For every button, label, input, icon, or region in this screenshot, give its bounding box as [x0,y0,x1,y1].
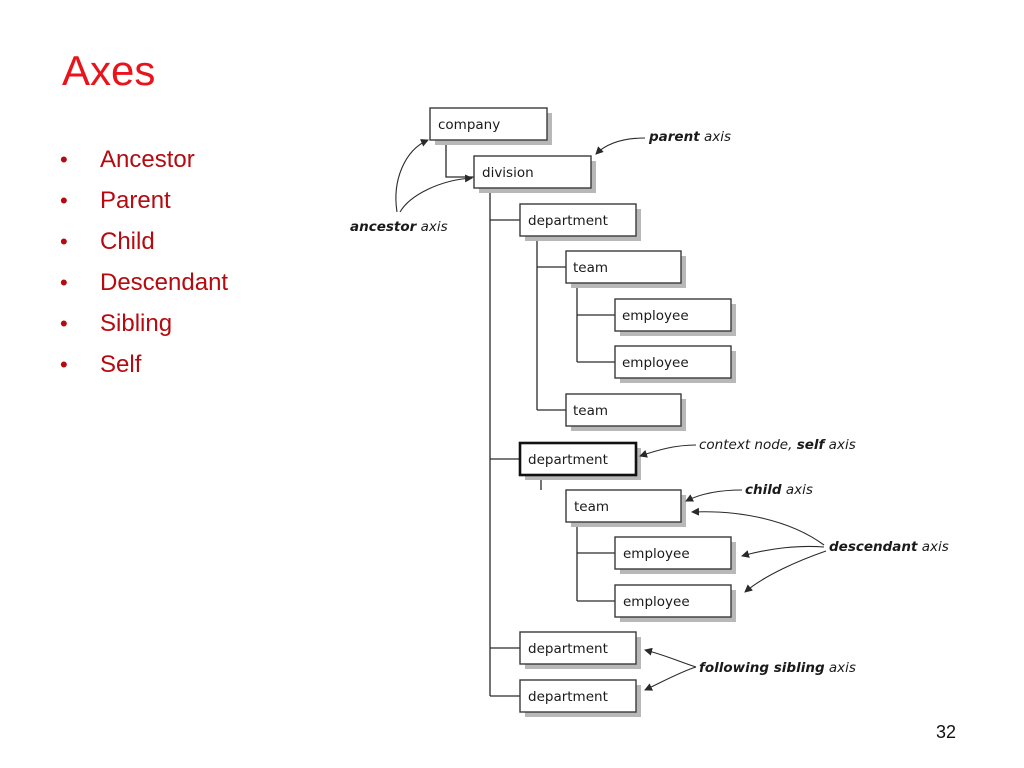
child-axis-label: child axis [745,482,813,498]
tree-node-division: division [473,155,596,193]
node-label: employee [623,546,690,562]
tree-node-company: company [429,107,552,145]
connector-company-division [445,140,474,178]
bullet-item-sibling: • Sibling [60,307,228,348]
bullet-label: Self [100,351,142,378]
bullet-item-descendant: • Descendant [60,266,228,307]
arrow-ancestor-to-division [399,174,473,213]
axis-label-bold: child [745,482,782,498]
node-label: department [528,641,608,657]
tree-node-team: team [565,393,686,431]
arrow-descendant-to-team [691,507,825,546]
axis-label-bold: following sibling [699,660,825,676]
following-sibling-axis-label: following sibling axis [699,660,856,676]
axis-label-rest: axis [917,539,948,555]
tree-node-department-context: department [518,441,641,480]
node-box [565,250,682,284]
node-label: employee [623,594,690,610]
tree-node-department: department [519,203,641,241]
node-label: division [482,165,534,181]
bullet-item-parent: • Parent [60,184,228,225]
tree-node-employee: employee [614,298,736,336]
bullet-label: Child [100,228,155,255]
axis-label-bold: parent [648,129,700,145]
node-label: department [528,689,608,705]
tree-node-employee: employee [614,345,736,383]
arrow-child-axis [685,489,743,502]
node-label: employee [622,308,689,324]
bullet-label: Sibling [100,310,173,337]
axis-label-bold: ancestor [350,219,418,235]
tree-node-team: team [565,489,686,527]
arrow-parent-axis [595,137,646,155]
node-box [565,489,682,523]
tree-connectors [445,140,615,697]
bullet-icon: • [60,352,68,377]
arrow-descendant-to-employee-1 [741,545,825,558]
axis-label-rest: axis [824,437,855,453]
node-box [614,536,732,570]
node-box [565,393,682,427]
ancestor-axis-label: ancestor axis [350,219,448,235]
node-label: team [573,403,608,419]
node-box [519,631,637,665]
axis-bullet-list: • Ancestor • Parent • Child • Descendant • Si… [60,143,228,389]
node-box [614,298,732,332]
axis-label-bold: descendant [829,539,918,555]
arrow-descendant-to-employee-2 [744,550,827,593]
annotation-arrows [395,137,827,691]
arrow-following-sibling-1 [644,647,697,668]
self-axis-label: context node, self axis [699,437,856,453]
node-box [614,584,732,618]
node-box [614,345,732,379]
bullet-icon: • [60,311,68,336]
slide-title: Axes [62,47,156,94]
tree-node-department: department [519,679,641,717]
node-box-self [518,441,638,477]
tree-node-employee: employee [614,584,736,622]
node-label: department [528,213,608,229]
node-label: team [574,499,609,515]
parent-axis-label: parent axis [648,129,731,145]
bullet-icon: • [60,229,68,254]
page-number: 32 [936,722,957,742]
tree-node-team: team [565,250,686,288]
node-label: team [573,260,608,276]
node-box [519,679,637,713]
node-box [429,107,548,141]
bullet-label: Parent [100,187,171,214]
bullet-item-child: • Child [60,225,228,266]
node-label: employee [622,355,689,371]
axis-label-rest: axis [825,660,856,676]
arrow-following-sibling-2 [644,666,697,691]
descendant-axis-label: descendant axis [829,539,949,555]
axis-label-rest: axis [700,129,731,145]
tree-node-department: department [519,631,641,669]
bullet-label: Ancestor [100,146,195,173]
bullet-label: Descendant [100,269,229,296]
node-label: company [438,117,500,133]
bullet-icon: • [60,188,68,213]
arrow-self-axis [639,444,697,458]
axis-label-rest: axis [782,482,813,498]
node-box [473,155,592,189]
axis-label-rest: axis [416,219,447,235]
node-box [519,203,637,237]
bullet-item-self: • Self [60,348,228,389]
bullet-item-ancestor: • Ancestor [60,143,228,184]
axis-label-pre: context node, [699,437,797,453]
bullet-icon: • [60,270,68,295]
node-label: department [528,452,608,468]
axis-label-bold: self [797,437,827,453]
tree-node-employee: employee [614,536,736,574]
bullet-icon: • [60,147,68,172]
arrow-ancestor-to-company [395,139,429,213]
